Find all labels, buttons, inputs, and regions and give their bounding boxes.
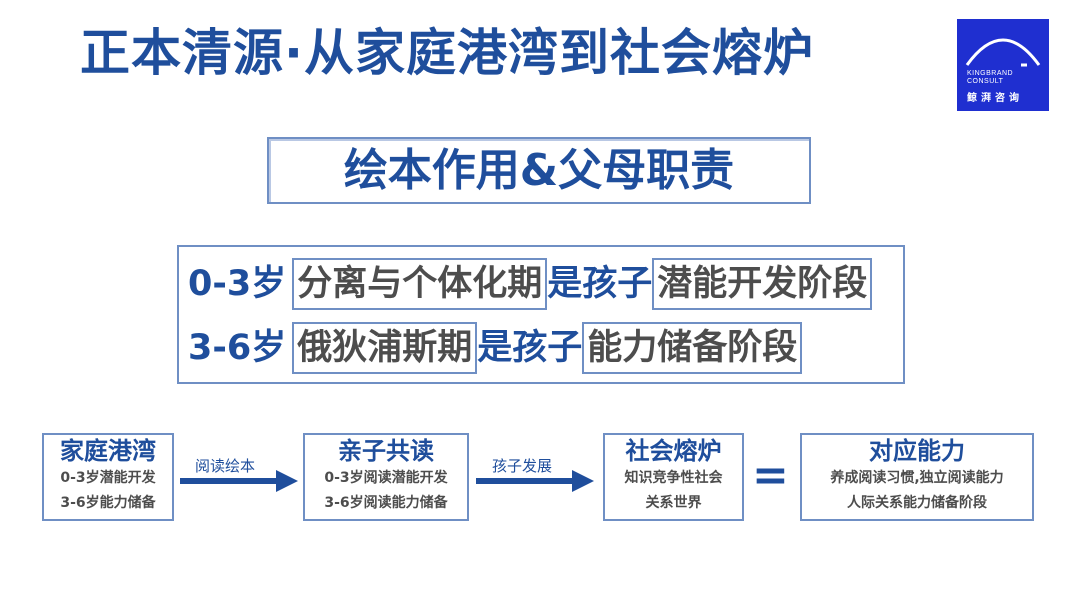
flow-box-corresponding-abilities: 对应能力 养成阅读习惯,独立阅读能力 人际关系能力储备阶段 [800, 433, 1034, 521]
right-arrow-icon [476, 470, 594, 492]
subtitle: 绘本作用&父母职责 [343, 145, 735, 196]
flow-box-parent-child-reading: 亲子共读 0-3岁阅读潜能开发 3-6岁阅读能力储备 [303, 433, 469, 521]
logo-cn-text: 鲸湃咨询 [967, 93, 1023, 104]
flow-box-social-melting-pot: 社会熔炉 知识竞争性社会 关系世界 [603, 433, 744, 521]
stage-period-box: 俄狄浦斯期 [292, 322, 478, 374]
stage-frame [177, 245, 905, 384]
stage-age: 3-6岁 [188, 328, 287, 368]
logo-en-line1: KINGBRAND [967, 70, 1014, 77]
arrow-label-child-development: 孩子发展 [492, 457, 553, 475]
stage-age: 0-3岁 [188, 264, 287, 304]
flow-box-line: 3-6岁阅读能力储备 [324, 495, 448, 511]
flow-box-title: 对应能力 [869, 437, 965, 465]
logo-en-line2: CONSULT [967, 78, 1004, 85]
flow-box-title: 家庭港湾 [60, 437, 156, 465]
page-title: 正本清源·从家庭港湾到社会熔炉 [80, 24, 814, 82]
flow-box-line: 养成阅读习惯,独立阅读能力 [830, 470, 1004, 486]
flow-box-line: 0-3岁阅读潜能开发 [324, 470, 448, 486]
logo-en-text: KINGBRAND CONSULT [967, 70, 1013, 86]
flow-box-line: 3-6岁能力储备 [60, 495, 156, 511]
stage-line-0-3: 0-3岁分离与个体化期是孩子潜能开发阶段 [188, 258, 873, 310]
stage-name-box: 能力储备阶段 [582, 322, 803, 374]
flow-box-line: 知识竞争性社会 [624, 470, 723, 486]
flow-box-title: 亲子共读 [338, 437, 434, 465]
arch-icon [965, 38, 1041, 67]
arrow-label-read-picture-books: 阅读绘本 [195, 457, 256, 475]
flow-box-line: 0-3岁潜能开发 [60, 470, 156, 486]
right-arrow-icon [180, 470, 298, 492]
equals-sign: = [752, 450, 789, 501]
stage-period-box: 分离与个体化期 [292, 258, 548, 310]
stage-connector: 是孩子 [477, 328, 583, 368]
stage-line-3-6: 3-6岁俄狄浦斯期是孩子能力储备阶段 [188, 322, 803, 374]
flow-box-family-harbor: 家庭港湾 0-3岁潜能开发 3-6岁能力储备 [42, 433, 174, 521]
flow-box-title: 社会熔炉 [625, 437, 722, 465]
stage-name-box: 潜能开发阶段 [652, 258, 873, 310]
logo: KINGBRAND CONSULT 鲸湃咨询 [957, 19, 1049, 111]
flow-box-line: 关系世界 [645, 495, 702, 511]
flow-box-line: 人际关系能力储备阶段 [847, 495, 987, 511]
stage-connector: 是孩子 [547, 264, 653, 304]
subtitle-box: 绘本作用&父母职责 [267, 137, 811, 204]
